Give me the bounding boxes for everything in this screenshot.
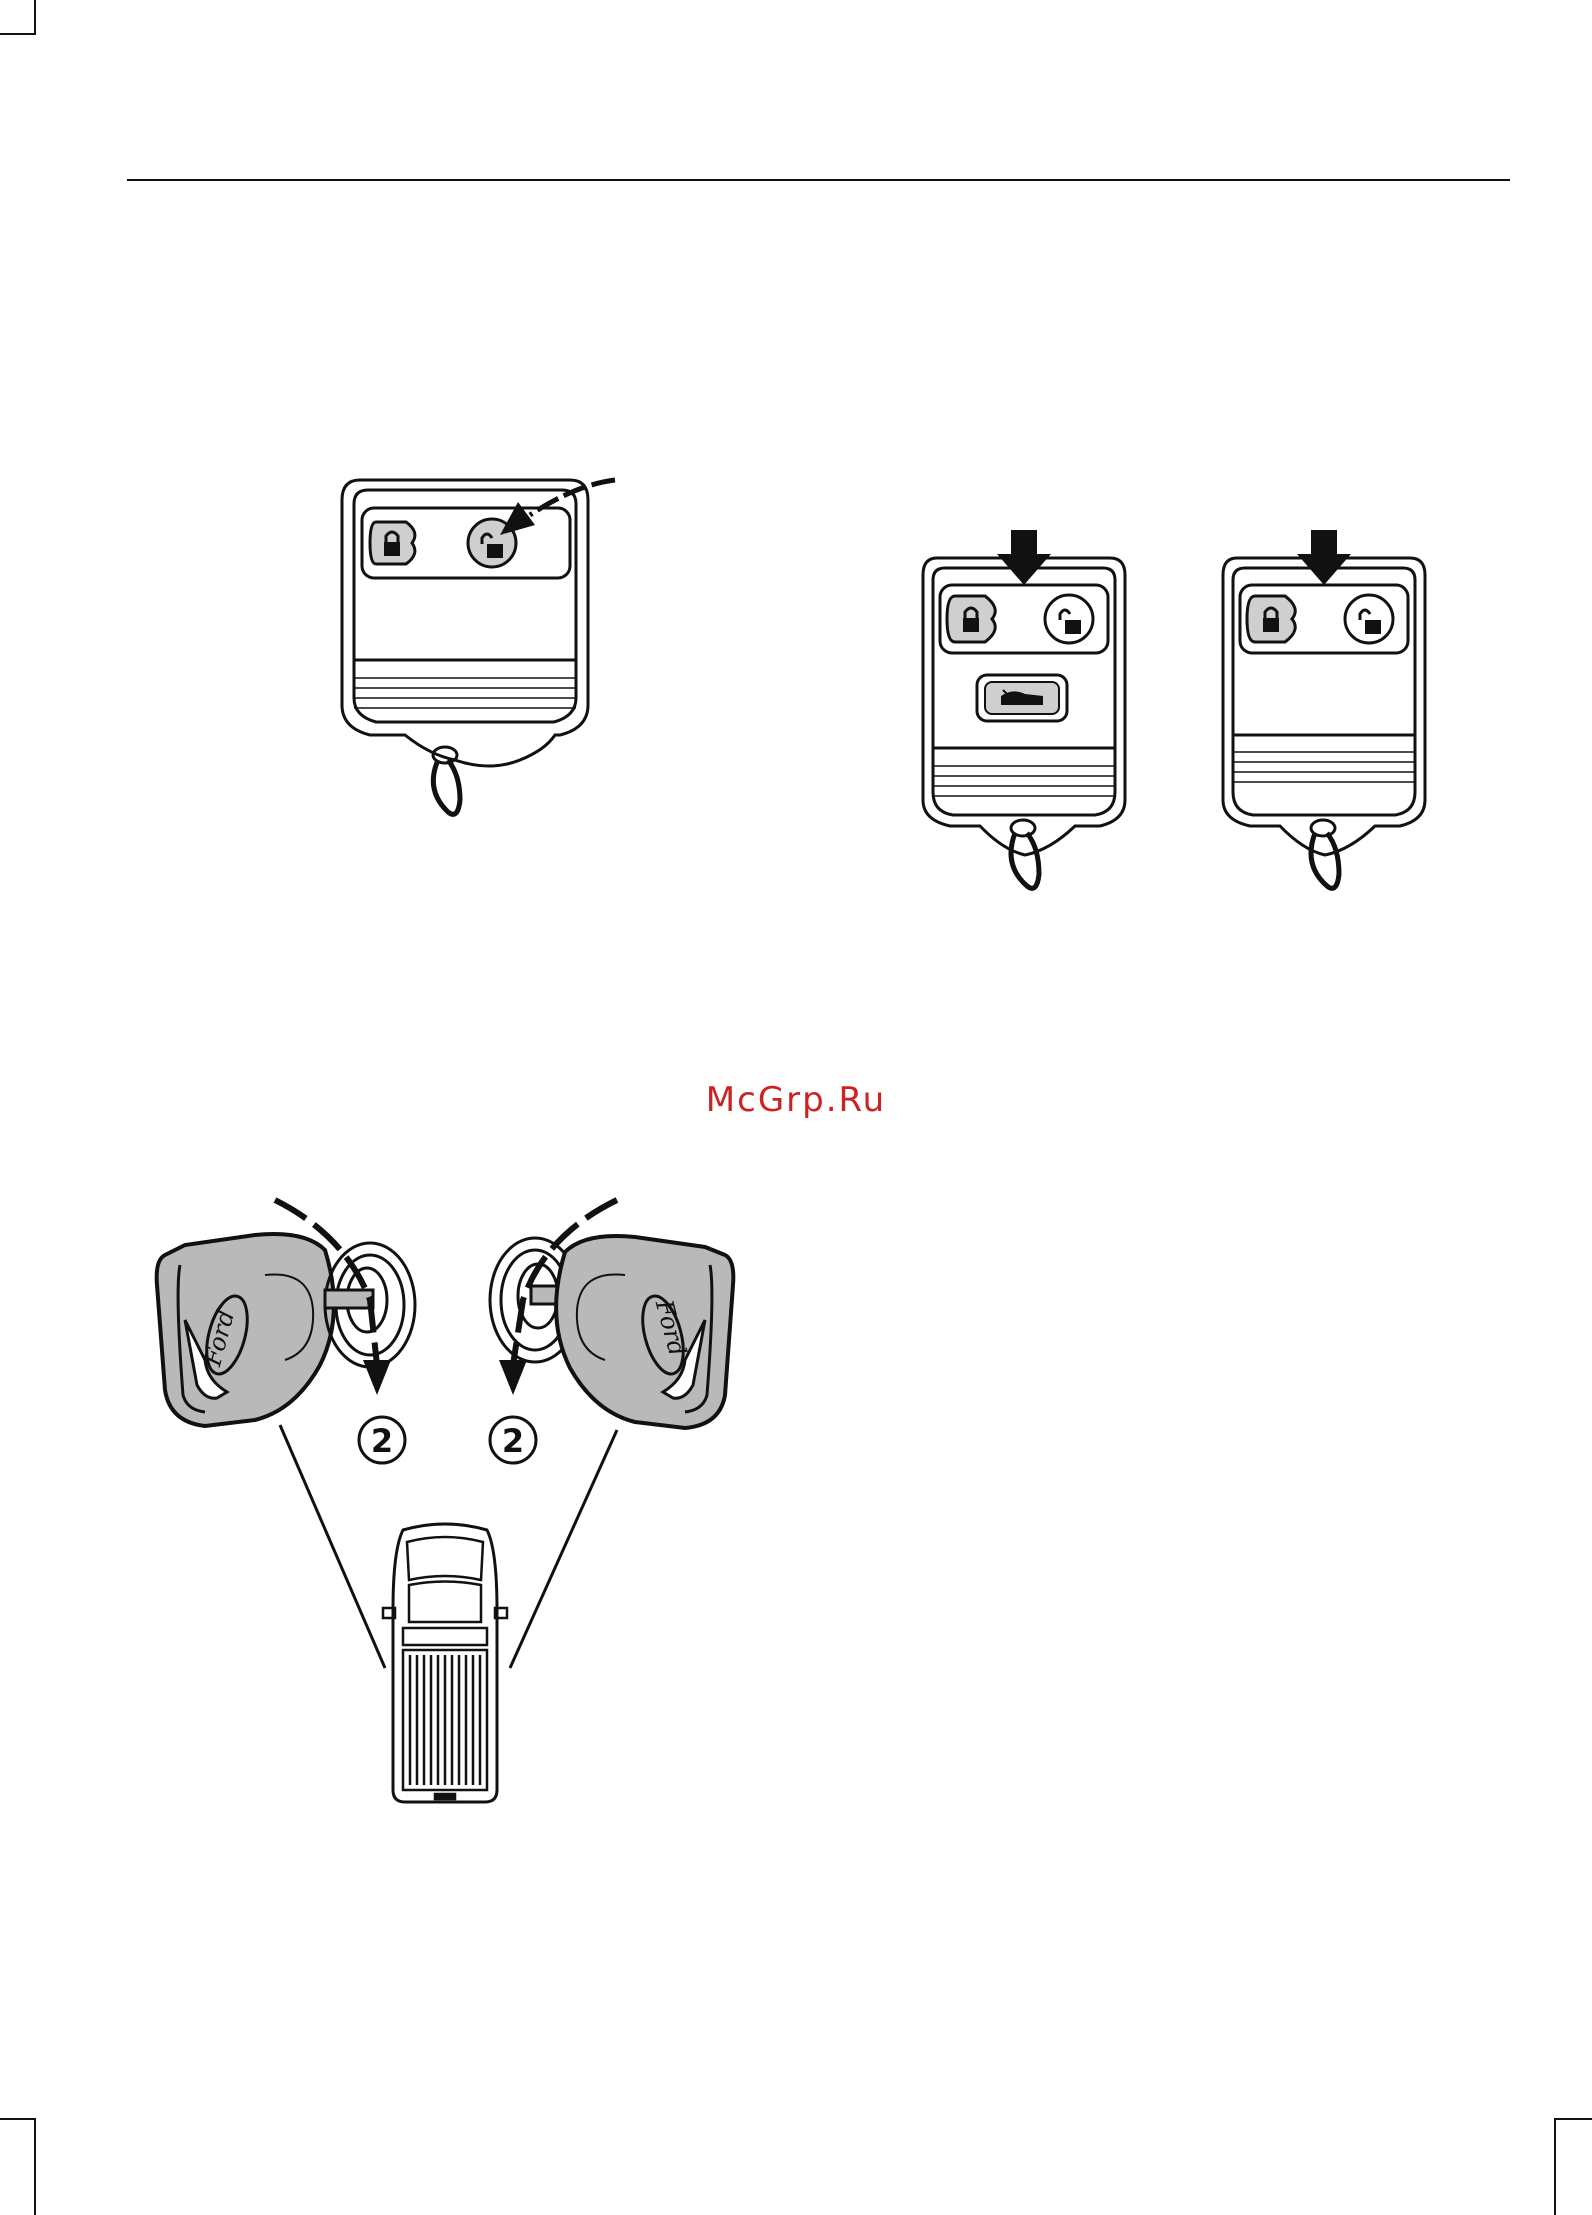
remote-lock-two-button-figure [1215, 530, 1445, 910]
right-callout-2: 2 [490, 1417, 536, 1463]
unlock-icon[interactable] [1345, 595, 1393, 643]
remote-unlock-figure [330, 460, 650, 830]
svg-text:2: 2 [371, 1422, 393, 1460]
key-turn-figure: Ford 2 Ford 2 [145, 1190, 745, 1830]
left-leader-line [280, 1425, 385, 1668]
left-key-icon: Ford [157, 1234, 334, 1426]
crop-mark-bottom-right-v [1554, 2118, 1556, 2215]
right-leader-line [510, 1430, 617, 1668]
lock-icon[interactable] [947, 596, 995, 642]
left-callout-2: 2 [359, 1417, 405, 1463]
truck-top-view-icon [383, 1524, 507, 1802]
lock-icon[interactable] [1247, 596, 1295, 642]
trunk-icon[interactable] [977, 675, 1067, 721]
crop-mark-top-left-v [34, 0, 36, 34]
crop-mark-bottom-left-h [0, 2118, 36, 2120]
crop-mark-bottom-left-v [34, 2118, 36, 2215]
watermark: McGrp.Ru [0, 1080, 1592, 1120]
crop-mark-top-left-h [0, 33, 36, 35]
remote-lock-three-button-figure [915, 530, 1155, 910]
crop-mark-bottom-right-h [1554, 2118, 1592, 2120]
right-key-icon: Ford [556, 1236, 733, 1428]
unlock-icon[interactable] [1045, 595, 1093, 643]
svg-text:2: 2 [502, 1422, 524, 1460]
lock-icon[interactable] [370, 522, 415, 564]
header-rule [127, 179, 1510, 181]
